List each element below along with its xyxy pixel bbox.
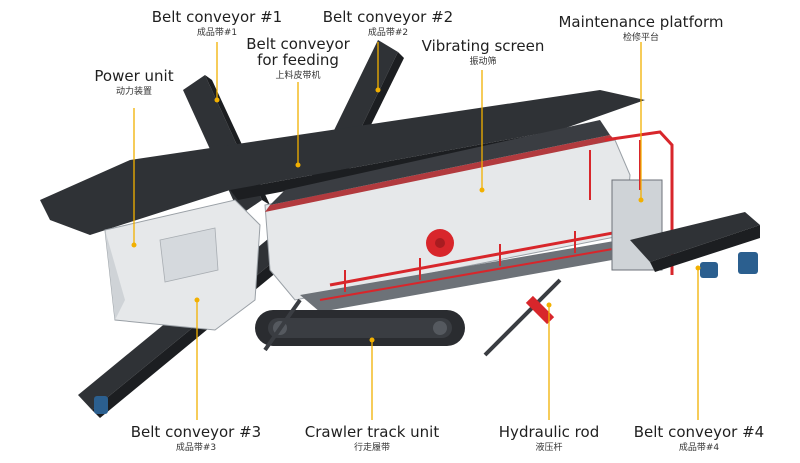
label-power-unit-zh: 动力装置 <box>115 87 152 97</box>
crawler-track <box>255 310 465 346</box>
label-maintenance-platform-en: Maintenance platform <box>558 13 724 31</box>
label-belt-conveyor-3: Belt conveyor #3 成品带#3 <box>125 424 267 454</box>
label-belt-conveyor-4-en: Belt conveyor #4 <box>633 423 765 441</box>
label-vibrating-screen-en: Vibrating screen <box>421 37 545 55</box>
belt-conveyor-4 <box>630 212 760 278</box>
label-crawler-track-en: Crawler track unit <box>304 423 440 441</box>
label-vibrating-screen-zh: 振动筛 <box>469 57 497 67</box>
label-belt-conveyor-1-zh: 成品带#1 <box>196 28 238 38</box>
label-hydraulic-rod-zh: 液压杆 <box>535 443 563 453</box>
label-hydraulic-rod: Hydraulic rod 液压杆 <box>492 424 606 454</box>
label-crawler-track-zh: 行走履带 <box>353 443 390 453</box>
label-vibrating-screen: Vibrating screen 振动筛 <box>416 38 550 68</box>
hydraulic-rod <box>263 278 562 357</box>
label-belt-conveyor-1-en: Belt conveyor #1 <box>151 8 283 26</box>
label-belt-conveyor-4: Belt conveyor #4 成品带#4 <box>626 424 772 454</box>
label-belt-conveyor-2: Belt conveyor #2 成品带#2 <box>318 9 458 39</box>
label-belt-conveyor-3-en: Belt conveyor #3 <box>130 423 262 441</box>
label-feeding-conveyor: Belt conveyor for feeding 上料皮带机 <box>243 36 353 82</box>
leader-dots <box>131 87 701 343</box>
leader-lines <box>133 42 699 420</box>
label-power-unit: Power unit 动力装置 <box>88 68 180 98</box>
label-belt-conveyor-3-zh: 成品带#3 <box>175 443 217 453</box>
label-belt-conveyor-4-zh: 成品带#4 <box>678 443 720 453</box>
label-belt-conveyor-1: Belt conveyor #1 成品带#1 <box>147 9 287 39</box>
label-power-unit-en: Power unit <box>94 67 174 85</box>
label-maintenance-platform-zh: 检修平台 <box>622 33 659 43</box>
label-feeding-conveyor-zh: 上料皮带机 <box>275 71 321 81</box>
label-crawler-track: Crawler track unit 行走履带 <box>296 424 448 454</box>
walkway-railing <box>300 226 641 312</box>
label-maintenance-platform: Maintenance platform 检修平台 <box>555 14 727 44</box>
label-belt-conveyor-2-zh: 成品带#2 <box>367 28 409 38</box>
label-belt-conveyor-2-en: Belt conveyor #2 <box>322 8 454 26</box>
label-hydraulic-rod-en: Hydraulic rod <box>498 423 600 441</box>
power-unit-housing <box>104 199 261 331</box>
label-feeding-conveyor-en-1: Belt conveyor <box>246 35 350 53</box>
label-feeding-conveyor-en-2: for feeding <box>257 51 339 69</box>
